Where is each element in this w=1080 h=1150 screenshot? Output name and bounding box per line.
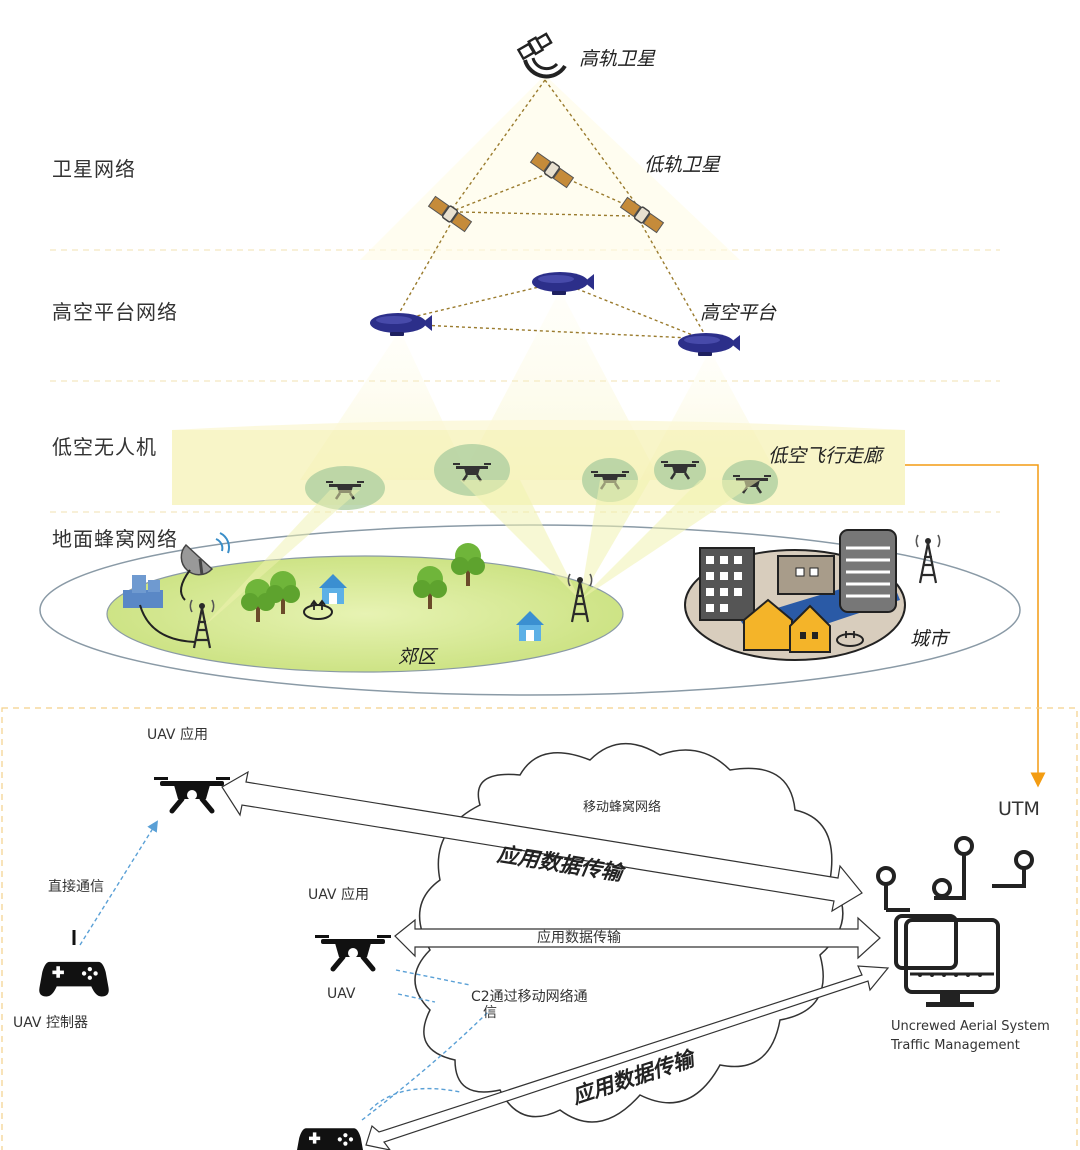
label-c2-line2: 信 xyxy=(483,1005,497,1021)
hap-blimp-icon xyxy=(370,313,432,336)
tower-beam xyxy=(460,480,580,600)
tower-beam xyxy=(580,480,650,600)
bottom-dashed-frame xyxy=(1,707,1078,1150)
label-c2-line1: C2通过移动网络通 xyxy=(471,989,588,1005)
uav-app-drone-icon xyxy=(154,777,230,811)
layer-label-hap: 高空平台网络 xyxy=(52,300,178,324)
label-utm: UTM xyxy=(998,798,1040,820)
tower-beam xyxy=(580,480,760,600)
label-leo-satellite: 低轨卫星 xyxy=(644,154,721,176)
corridor-top-edge xyxy=(172,420,905,430)
suburb-area xyxy=(106,555,624,673)
layer-label-low-uav: 低空无人机 xyxy=(52,435,157,459)
label-low-corridor: 低空飞行走廊 xyxy=(768,445,883,467)
label-uav: UAV xyxy=(327,986,356,1002)
layer-label-cellular: 地面蜂窝网络 xyxy=(52,527,178,551)
label-uav-app-2: UAV 应用 xyxy=(308,887,369,903)
label-uav-controller: UAV 控制器 xyxy=(13,1015,88,1031)
cable-line xyxy=(139,604,196,643)
city-buildings-icon xyxy=(699,529,897,653)
label-direct-comm: 直接通信 xyxy=(48,879,104,895)
utm-computer-icon xyxy=(876,836,1034,1007)
label-app-data-mid: 应用数据传输 xyxy=(537,930,621,946)
label-utm-desc-1: Uncrewed Aerial System xyxy=(891,1019,1050,1034)
label-city: 城市 xyxy=(910,628,949,650)
geo-satellite-icon xyxy=(516,32,567,79)
label-uav-app-1: UAV 应用 xyxy=(147,727,208,743)
app-data-arrows xyxy=(221,770,890,1150)
uav-drone-icon xyxy=(315,935,391,969)
cable-line xyxy=(180,569,191,601)
label-suburb: 郊区 xyxy=(398,646,437,668)
hap-blimp-icon xyxy=(678,333,740,356)
label-mobile-cellular: 移动蜂窝网络 xyxy=(583,800,662,815)
uav-controller-icon xyxy=(296,1128,364,1150)
label-geo-satellite: 高轨卫星 xyxy=(579,48,656,70)
utm-connector-arrow xyxy=(905,464,1046,788)
tower-beam xyxy=(200,490,360,630)
landing-pad-icon xyxy=(303,599,333,620)
label-utm-desc-2: Traffic Management xyxy=(891,1038,1020,1053)
factory-icon xyxy=(123,575,163,608)
layer-label-satellite: 卫星网络 xyxy=(52,157,136,181)
label-hap-platform: 高空平台 xyxy=(700,302,777,324)
satellite-links xyxy=(397,79,706,341)
uav-controller-icon xyxy=(39,961,109,997)
direct-comm-link xyxy=(79,820,491,1121)
landing-pad-icon xyxy=(836,631,864,647)
